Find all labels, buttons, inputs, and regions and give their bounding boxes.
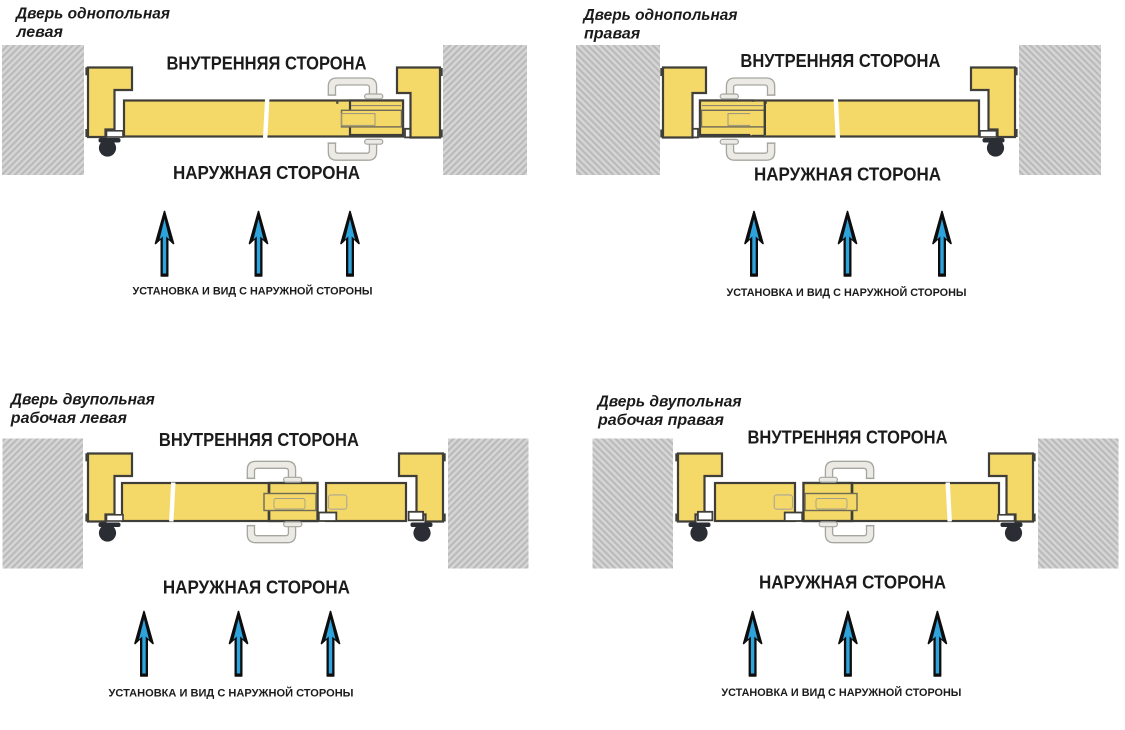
svg-text:ВНУТРЕННЯЯ СТОРОНА: ВНУТРЕННЯЯ СТОРОНА [748,427,948,448]
svg-text:Дверь однопольная: Дверь однопольная [582,7,738,24]
svg-text:Дверь двупольная: Дверь двупольная [9,392,156,409]
svg-text:НАРУЖНАЯ СТОРОНА: НАРУЖНАЯ СТОРОНА [173,162,360,183]
svg-text:УСТАНОВКА И ВИД С НАРУЖНОЙ СТО: УСТАНОВКА И ВИД С НАРУЖНОЙ СТОРОНЫ [727,286,967,299]
svg-text:ВНУТРЕННЯЯ СТОРОНА: ВНУТРЕННЯЯ СТОРОНА [159,429,359,450]
svg-text:ВНУТРЕННЯЯ СТОРОНА: ВНУТРЕННЯЯ СТОРОНА [167,53,367,74]
svg-text:рабочая левая: рабочая левая [10,410,128,427]
svg-text:левая: левая [16,24,64,41]
svg-text:УСТАНОВКА И ВИД С НАРУЖНОЙ СТО: УСТАНОВКА И ВИД С НАРУЖНОЙ СТОРОНЫ [721,686,961,699]
svg-text:ВНУТРЕННЯЯ СТОРОНА: ВНУТРЕННЯЯ СТОРОНА [740,50,940,71]
svg-text:Дверь однопольная: Дверь однопольная [14,6,170,23]
svg-text:правая: правая [584,25,641,42]
svg-text:УСТАНОВКА И ВИД С НАРУЖНОЙ СТО: УСТАНОВКА И ВИД С НАРУЖНОЙ СТОРОНЫ [133,285,373,298]
svg-text:УСТАНОВКА И ВИД С НАРУЖНОЙ СТО: УСТАНОВКА И ВИД С НАРУЖНОЙ СТОРОНЫ [109,687,354,700]
svg-text:НАРУЖНАЯ СТОРОНА: НАРУЖНАЯ СТОРОНА [754,164,941,185]
svg-text:НАРУЖНАЯ СТОРОНА: НАРУЖНАЯ СТОРОНА [163,577,350,598]
svg-text:рабочая правая: рабочая правая [597,412,724,429]
svg-text:Дверь двупольная: Дверь двупольная [596,394,743,411]
svg-text:НАРУЖНАЯ СТОРОНА: НАРУЖНАЯ СТОРОНА [759,572,946,593]
